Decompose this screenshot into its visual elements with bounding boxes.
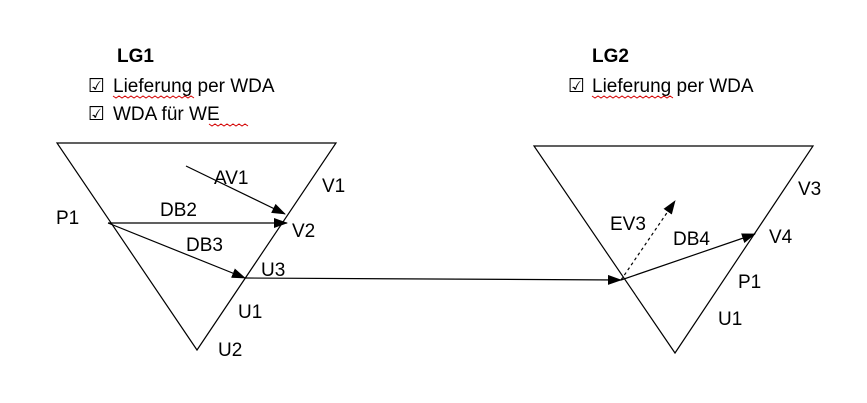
db4-arrow: [620, 233, 756, 281]
label-v4: V4: [769, 227, 793, 248]
label-db4: DB4: [673, 229, 710, 250]
lg2-triangle: [532, 145, 815, 355]
label-v2: V2: [292, 221, 315, 242]
label-u1: U1: [238, 302, 262, 323]
label-v1: V1: [322, 176, 345, 197]
lg1-check-lieferung-label: Lieferung per WDA: [113, 76, 275, 97]
checkbox-checked-icon[interactable]: ☑: [568, 75, 585, 97]
label-ev3: EV3: [610, 214, 646, 235]
label-u1-lg2: U1: [718, 309, 742, 330]
spellcheck-underline: [112, 95, 195, 99]
label-av1: AV1: [214, 168, 249, 189]
lg1-check-wda-label: WDA für WE: [113, 104, 220, 125]
lg2-check-lieferung-label: Lieferung per WDA: [592, 76, 754, 97]
label-u3: U3: [261, 260, 285, 281]
label-db2: DB2: [160, 200, 197, 221]
label-p1-lg2: P1: [738, 272, 761, 293]
av1-arrow: [185, 165, 286, 215]
checkbox-checked-icon[interactable]: ☑: [88, 103, 105, 125]
label-u2: U2: [218, 340, 242, 361]
label-db3: DB3: [186, 235, 223, 256]
label-v3: V3: [798, 179, 821, 200]
db3-arrow: [107, 222, 246, 279]
ev3-dashed-arrow: [620, 200, 676, 281]
checkbox-checked-icon[interactable]: ☑: [88, 75, 105, 97]
spellcheck-underline: [208, 123, 249, 127]
label-p1: P1: [56, 208, 79, 229]
spellcheck-underline: [591, 95, 674, 99]
lg1-triangle: [55, 142, 338, 352]
lg1-title: LG1: [117, 46, 154, 67]
connector-arrow: [244, 274, 622, 285]
lg2-title: LG2: [592, 46, 629, 67]
